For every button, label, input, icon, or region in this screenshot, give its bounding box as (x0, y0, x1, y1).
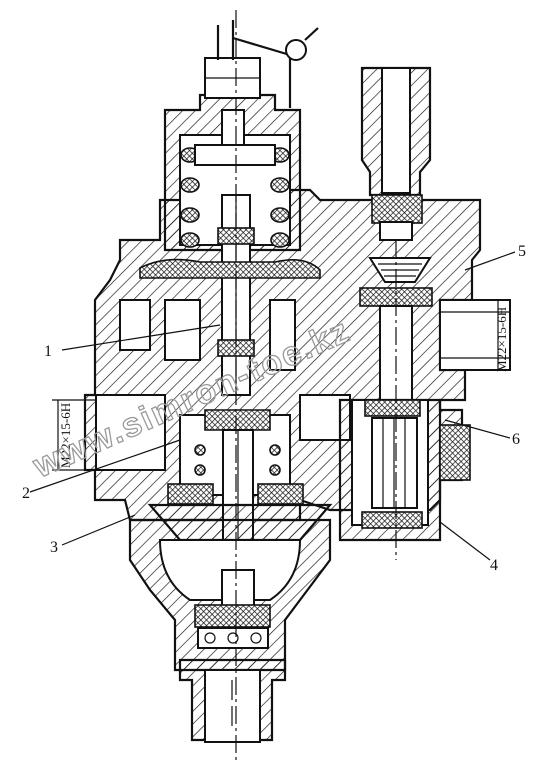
lower-outlet-body (128, 518, 332, 743)
callout-1: 1 (44, 343, 52, 360)
left-port (52, 399, 96, 471)
leader-lines (29, 251, 516, 561)
callout-5: 5 (518, 243, 526, 260)
callout-3: 3 (50, 539, 58, 556)
right-lower-chamber (338, 398, 471, 542)
thread-label-left: M22×15-6H (58, 403, 73, 468)
callout-2: 2 (22, 485, 30, 502)
centre-lines (235, 10, 397, 760)
callout-6: 6 (512, 431, 520, 448)
top-linkage (216, 20, 319, 108)
thread-label-right: M22×15-6H (494, 307, 509, 372)
callout-4: 4 (490, 557, 498, 574)
